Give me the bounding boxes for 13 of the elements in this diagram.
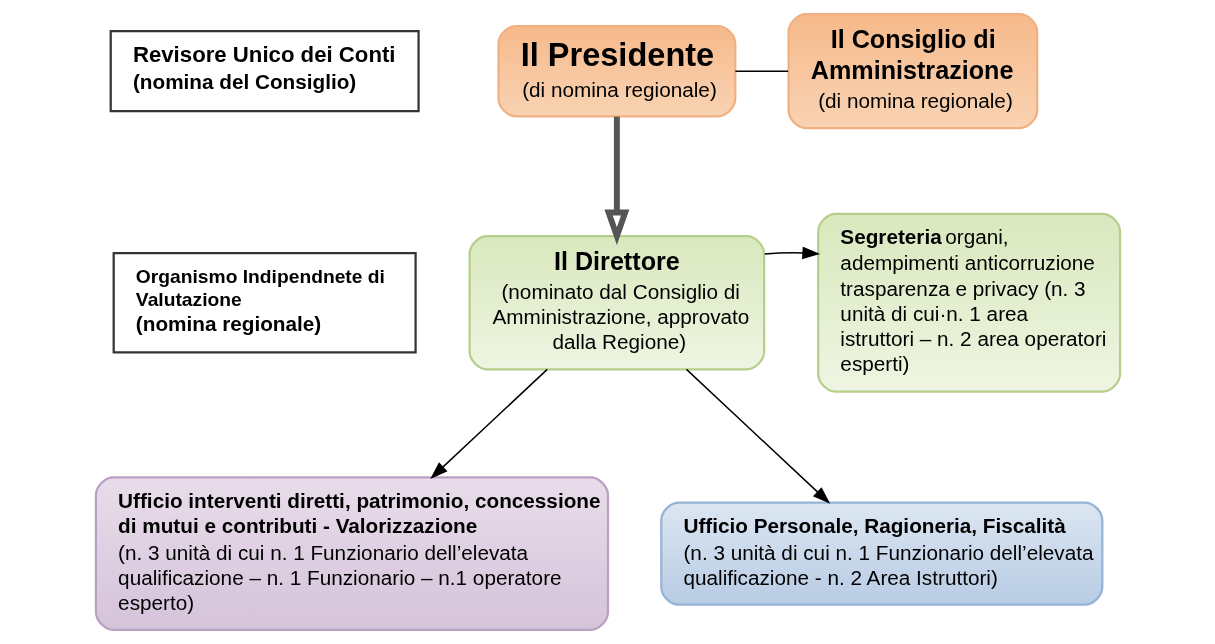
node-box: Ufficio interventi diretti, patrimonio, concessione di mutui e contributi - Valorizzazione (n. 3 unità di cui n. 1 Funzionario dell’elevata qualificazione – n. 1 Funzionario – n.1 operatore esperto) [94, 476, 609, 631]
node-box: Il Direttore (nominato dal Consiglio di Amministrazione, approvato dalla Regione) [468, 235, 765, 371]
node-box: Revisore Unico dei Conti (nomina del Consiglio) [109, 30, 420, 113]
arrow [429, 368, 548, 479]
connector [734, 70, 789, 72]
arrow [763, 246, 820, 260]
node-box: Ufficio Personale, Ragioneria, Fiscalità (n. 3 unità di cui n. 1 Funzionario dell’elevata qualificazione - n. 2 Area Istruttori) [659, 501, 1103, 606]
node-box: Segreteria organi, adempimenti anticorruzione trasparenza e privacy (n. 3 unità di cui·n. 1 area istruttori – n. 2 area operatori esperti) [816, 212, 1121, 393]
arrow [685, 368, 830, 504]
node-box: Il Consiglio di Amministrazione (di nomina regionale) [786, 13, 1038, 130]
arrow [603, 116, 629, 246]
node-box: Organismo Indipendnete di Valutazione (nomina regionale) [112, 252, 417, 354]
node-box: Il Presidente (di nomina regionale) [496, 24, 736, 118]
